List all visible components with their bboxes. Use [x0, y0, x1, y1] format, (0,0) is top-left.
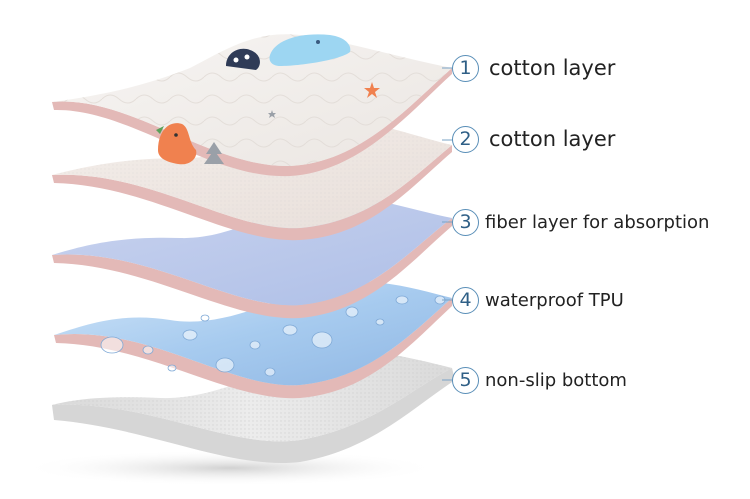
- layer-label-text: cotton layer: [489, 56, 616, 80]
- layer-number-badge: 3: [452, 208, 479, 236]
- layer-label-text: fiber layer for absorption: [485, 211, 710, 233]
- layer-label-4: 4 waterproof TPU: [452, 283, 624, 317]
- layer-label-text: non-slip bottom: [485, 369, 627, 391]
- dinosaur-print-icon: [269, 34, 351, 66]
- tree-print-icon: [204, 142, 224, 164]
- layer-cotton-top: [52, 34, 452, 177]
- layer-label-5: 5 non-slip bottom: [452, 363, 627, 397]
- stack-shadow: [20, 450, 440, 486]
- layer-label-2: 2 cotton layer: [452, 122, 615, 156]
- layer-label-1: 1 cotton layer: [452, 51, 615, 85]
- layer-number-badge: 1: [452, 54, 479, 82]
- layer-waterproof-tpu: [54, 281, 452, 399]
- mushroom-print-icon: [226, 48, 260, 70]
- layer-number-badge: 5: [452, 366, 479, 394]
- layer-label-text: cotton layer: [489, 127, 616, 151]
- water-droplet-icon: [100, 291, 446, 377]
- layer-number-badge: 2: [452, 125, 479, 153]
- layer-label-text: waterproof TPU: [485, 289, 624, 311]
- layer-label-3: 3 fiber layer for absorption: [452, 205, 709, 239]
- dinosaur-orange-print-icon: [156, 123, 197, 165]
- star-print-icon: [268, 82, 380, 118]
- layer-number-badge: 4: [452, 286, 479, 314]
